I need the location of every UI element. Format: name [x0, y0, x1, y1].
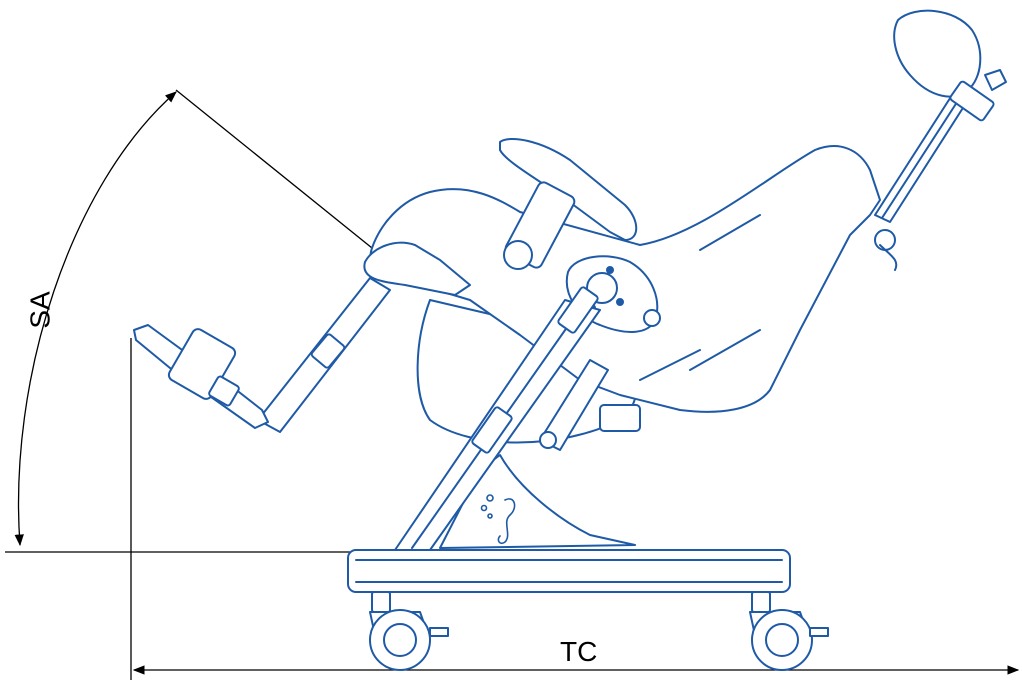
caster-hub-rear	[765, 623, 799, 657]
backrest-inner-line	[639, 214, 761, 381]
gas-spring-housing	[599, 404, 641, 432]
headrest-knob	[984, 69, 1007, 91]
seat-angle-label: SA	[24, 291, 56, 329]
base-frame	[347, 549, 791, 593]
legrest-clamp	[310, 333, 346, 369]
pivot-bolt-lower	[643, 309, 661, 327]
caster-stem-rear	[751, 591, 771, 613]
gas-spring-end	[539, 431, 557, 449]
footrest-clamp	[208, 375, 240, 407]
caster-hub-front	[383, 623, 417, 657]
total-length-label: TC	[560, 636, 598, 667]
column-clamp-lower	[471, 406, 513, 454]
pivot-dot-1	[616, 298, 624, 306]
column-clamp-upper	[557, 286, 599, 334]
leg-support-block	[363, 241, 471, 296]
armrest	[499, 138, 638, 241]
caster-brake-rear	[809, 627, 829, 637]
caster-brake-front	[429, 627, 449, 637]
caster-stem-front	[371, 591, 391, 613]
lower-shell	[439, 454, 636, 549]
headrest-bracket	[949, 80, 995, 122]
dimension-lines	[5, 89, 1020, 680]
leg-extension-line	[175, 89, 373, 249]
armrest-knob	[503, 240, 533, 270]
backrest-adjust-knob	[874, 229, 896, 251]
backrest-lever	[879, 244, 898, 271]
chair-drawing	[133, 9, 1007, 671]
seahorse-logo	[480, 494, 516, 545]
seat-angle-arc	[14, 91, 177, 547]
headrest-rod-inner	[881, 95, 962, 219]
pivot-dot-3	[606, 266, 614, 274]
